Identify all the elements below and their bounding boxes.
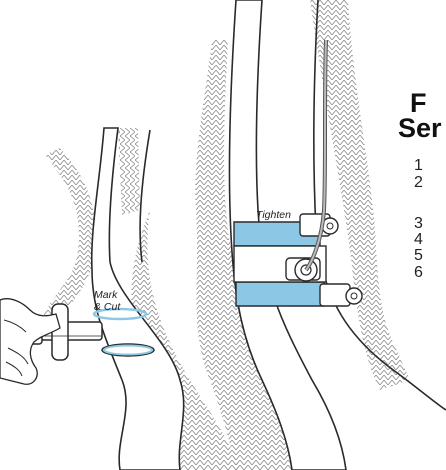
page-title-line2: Ser xyxy=(398,113,442,143)
left-hose-section: Mark & Cut xyxy=(0,127,240,470)
step-number: 5 xyxy=(414,247,423,264)
hose-clamp-lower xyxy=(235,281,363,307)
callout-mark: Mark xyxy=(94,289,118,301)
callout-cut: & Cut xyxy=(94,301,121,313)
left-insulation-left xyxy=(40,148,96,330)
right-hose-section: Tighten xyxy=(195,0,446,470)
step-number: 2 xyxy=(414,174,423,191)
step-number: 1 xyxy=(414,157,423,174)
step-number: 4 xyxy=(414,231,423,248)
hand-icon xyxy=(0,298,61,385)
cut-ring-lower-highlight xyxy=(103,344,153,356)
cut-ring-upper xyxy=(92,307,148,321)
step-number: 6 xyxy=(414,264,423,281)
page-title-line1: F xyxy=(410,88,427,118)
right-insulation-right xyxy=(310,0,410,390)
left-hose-outer-edge xyxy=(139,129,151,263)
left-insulation-strip xyxy=(118,128,140,215)
inline-valve-installed xyxy=(233,245,327,283)
callout-tighten: Tighten xyxy=(256,209,291,221)
right-hose xyxy=(228,0,347,470)
right-insulation-left xyxy=(195,40,305,470)
cable-highlight xyxy=(305,39,327,271)
step-number: 3 xyxy=(414,215,423,232)
left-hose xyxy=(90,127,185,470)
